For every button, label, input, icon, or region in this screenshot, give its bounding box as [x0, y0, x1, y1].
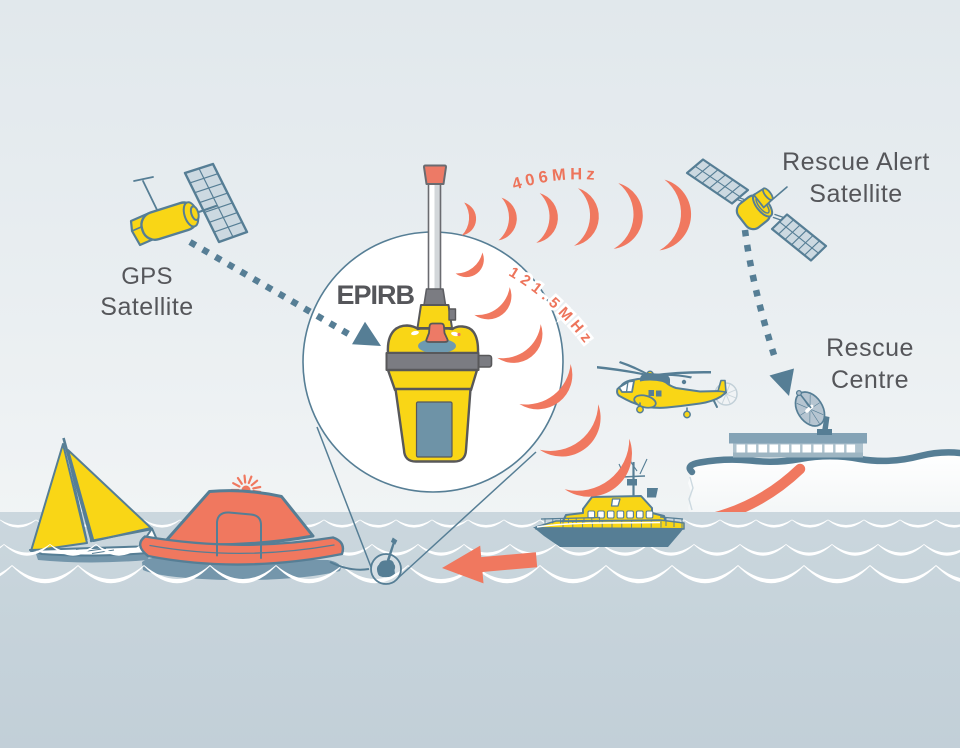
svg-text:Rescue: Rescue: [826, 334, 914, 362]
svg-text:EPIRB: EPIRB: [336, 280, 414, 310]
svg-text:Satellite: Satellite: [809, 180, 902, 208]
svg-text:Satellite: Satellite: [100, 293, 193, 321]
svg-text:Centre: Centre: [831, 366, 909, 394]
svg-text:GPS: GPS: [121, 263, 173, 290]
svg-text:Rescue Alert: Rescue Alert: [782, 148, 930, 176]
